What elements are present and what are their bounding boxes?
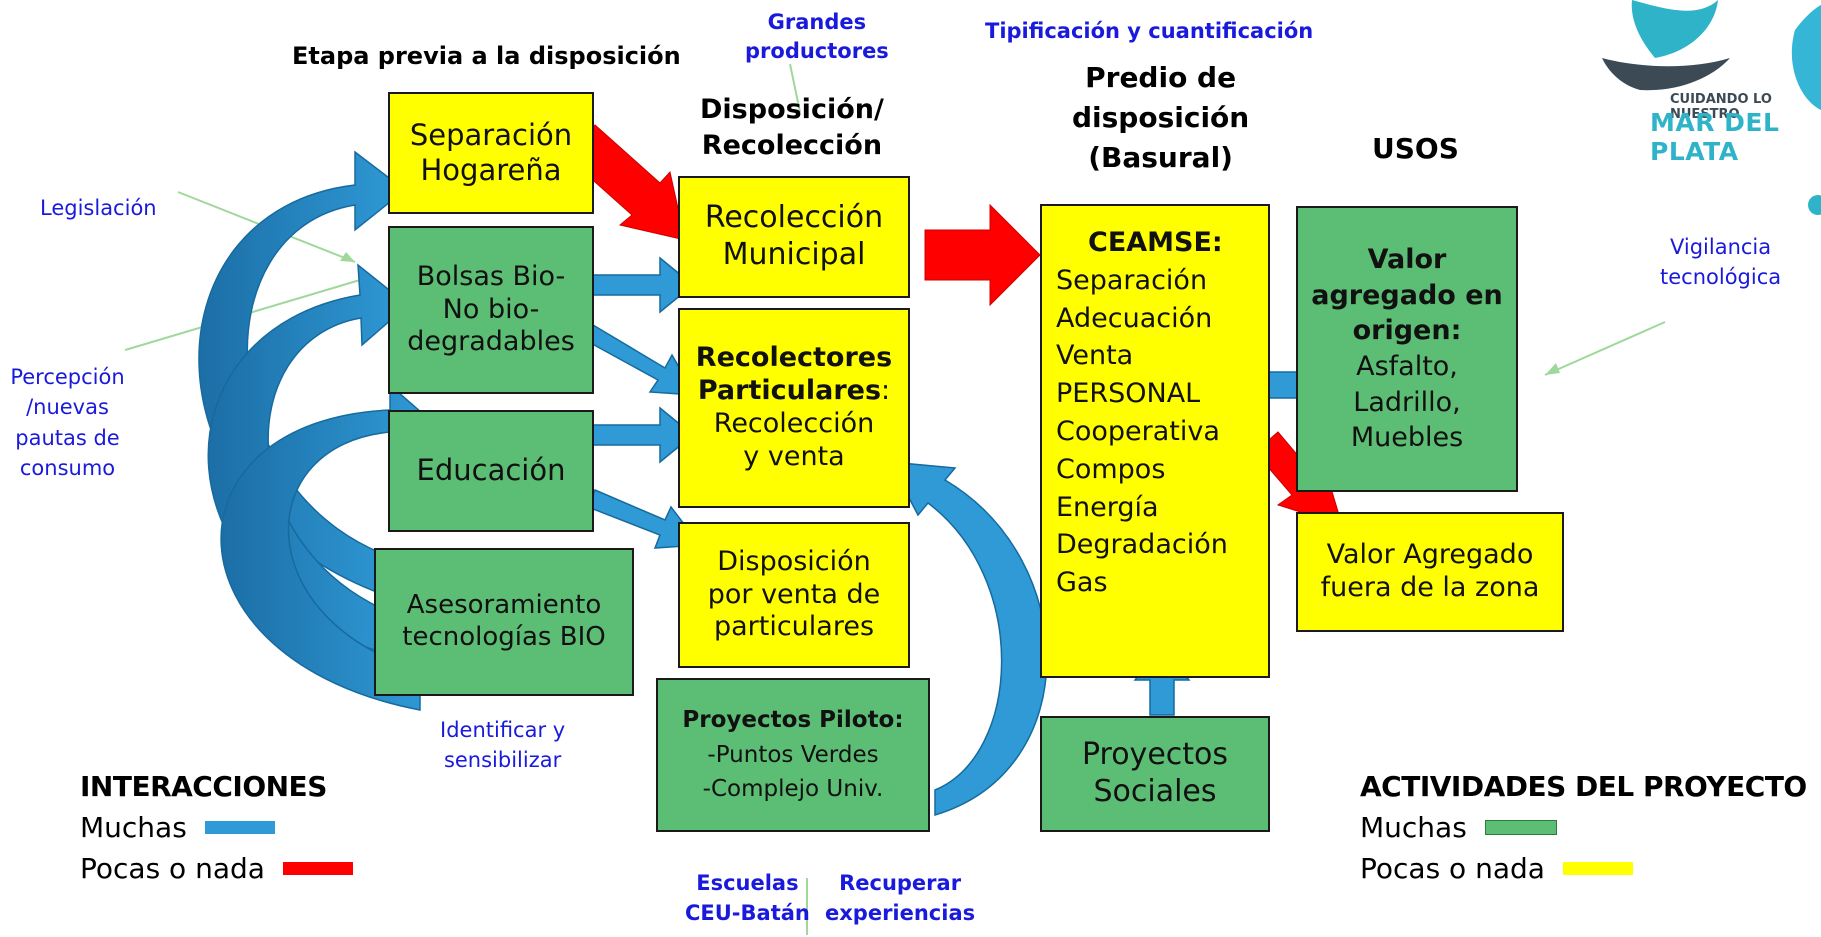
legend-swatch-blue (204, 821, 275, 834)
arrow-bolsas-to-recolectores (583, 323, 697, 396)
logo-dot-icon (1808, 195, 1821, 215)
legend-swatch-green (1484, 820, 1557, 835)
legend-interacciones-row-pocas: Pocas o nada (80, 852, 353, 885)
box-proyectos-piloto: Proyectos Piloto: -Puntos Verdes-Complej… (656, 678, 930, 832)
legend-swatch-red (282, 862, 353, 875)
header-tipificacion: Tipificación y cuantificación (985, 19, 1314, 43)
vigilancia-pointer-head (1545, 363, 1560, 375)
legend-actividades-title: ACTIVIDADES DEL PROYECTO (1360, 770, 1807, 803)
arrow-educacion-to-disposicion (587, 489, 702, 549)
logo-swoosh-icon (1631, 0, 1718, 58)
legend-interacciones-row-muchas: Muchas (80, 811, 353, 844)
label-legislacion: Legislación (40, 196, 157, 220)
arrow-educacion-to-recolectores (581, 406, 695, 464)
legend-actividades: ACTIVIDADES DEL PROYECTO Muchas Pocas o … (1360, 770, 1807, 885)
box-bolsas: Bolsas Bio-No bio-degradables (388, 226, 594, 394)
logo-hand-icon (1602, 58, 1730, 91)
legend-interacciones: INTERACCIONES Muchas Pocas o nada (80, 770, 353, 885)
legislacion-pointer-head (340, 252, 355, 262)
header-disposicion-recoleccion: Disposición/Recolección (700, 94, 884, 162)
arrow-bolsas-to-municipal (581, 256, 695, 314)
logo-wave-icon (1791, 5, 1821, 110)
legend-interacciones-title: INTERACCIONES (80, 770, 327, 803)
header-usos: USOS (1372, 132, 1459, 165)
vigilancia-pointer-line (1544, 321, 1666, 376)
logo-text-line1: CUIDANDO LO NUESTRO (1670, 92, 1772, 122)
grandes-pointer-line (789, 63, 801, 113)
legend-swatch-yellow (1562, 862, 1633, 875)
box-educacion: Educación (388, 410, 594, 532)
legend-actividades-row-muchas: Muchas (1360, 811, 1807, 844)
box-valor-origen: Valor agregado en origen: Asfalto,Ladril… (1296, 206, 1518, 492)
header-etapa-previa: Etapa previa a la disposición (292, 42, 681, 70)
logo-text-line2: MAR DEL PLATA (1650, 108, 1780, 166)
red-arrow-municipal-to-ceamse (924, 203, 1041, 307)
curved-arrow-piloto-to-recolectores (888, 461, 1048, 817)
legend-actividades-row-pocas: Pocas o nada (1360, 852, 1807, 885)
